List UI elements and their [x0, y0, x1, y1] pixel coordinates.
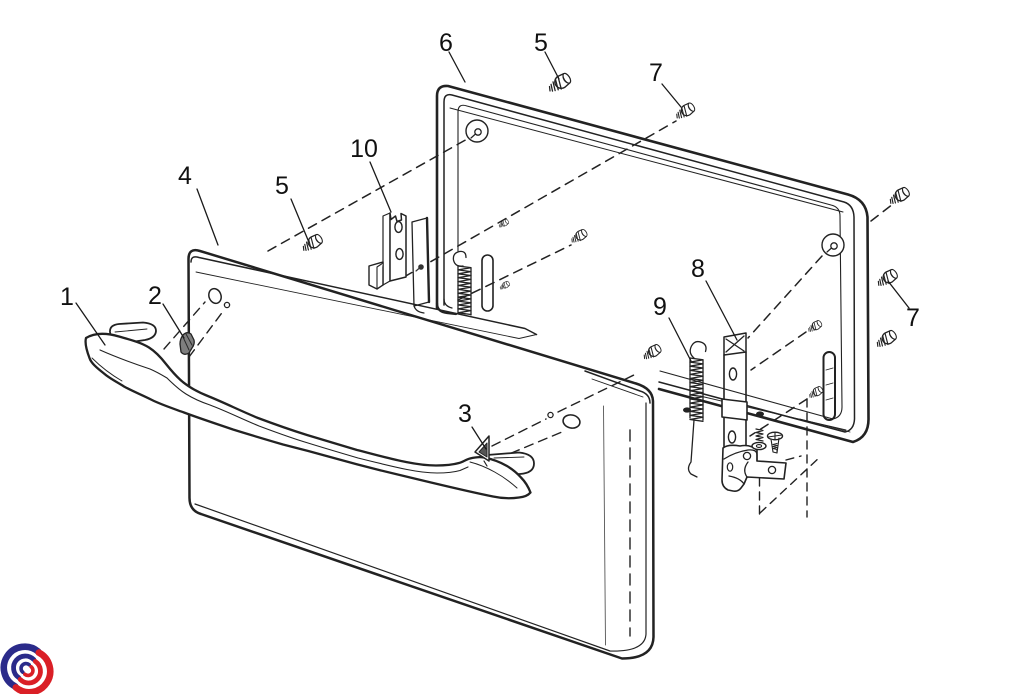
- svg-text:6: 6: [439, 29, 453, 57]
- svg-text:7: 7: [649, 59, 663, 87]
- svg-text:5: 5: [275, 172, 289, 200]
- svg-text:2: 2: [148, 282, 162, 310]
- svg-text:1: 1: [60, 283, 74, 311]
- svg-text:9: 9: [653, 293, 667, 321]
- svg-text:5: 5: [534, 29, 548, 57]
- svg-text:8: 8: [691, 255, 705, 283]
- svg-text:7: 7: [906, 304, 920, 332]
- svg-text:3: 3: [458, 400, 472, 428]
- svg-text:4: 4: [178, 162, 192, 190]
- svg-text:10: 10: [350, 135, 378, 163]
